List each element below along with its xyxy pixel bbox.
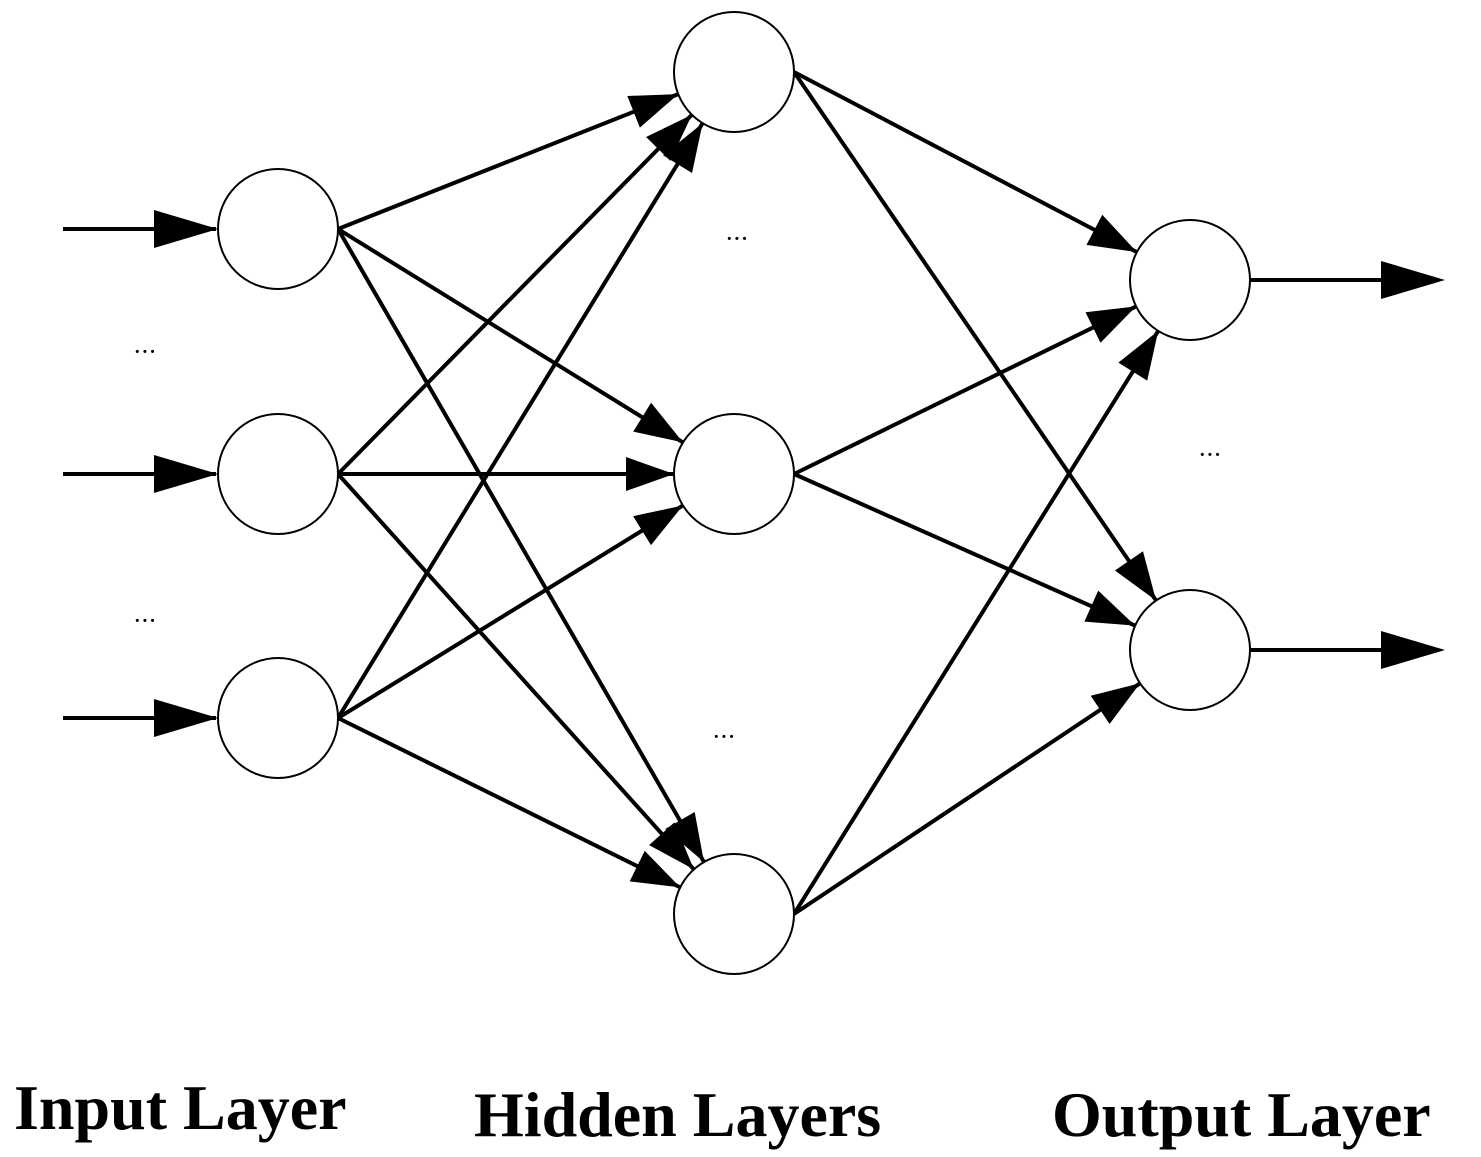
edge-hidden-3-to-output-2	[792, 681, 1142, 916]
input-arrow-input-3	[63, 699, 218, 737]
edge-input-3-to-hidden-2	[336, 503, 684, 720]
node-hidden-3	[673, 853, 795, 975]
node-input-3	[217, 657, 339, 779]
edge-hidden-1-to-output-2	[792, 70, 1158, 602]
edge-hidden-1-to-output-1	[793, 70, 1138, 254]
node-hidden-2	[673, 413, 795, 535]
edge-input-2-to-hidden-3	[336, 472, 696, 871]
node-hidden-1	[673, 11, 795, 133]
input-arrow-input-1	[63, 210, 218, 248]
edge-hidden-3-to-output-1	[792, 329, 1160, 916]
edge-input-2-to-hidden-2	[338, 457, 674, 491]
edge-input-3-to-hidden-1	[336, 122, 705, 720]
node-output-2	[1129, 589, 1251, 711]
output-ellipsis: ···	[1199, 441, 1222, 469]
edge-input-1-to-hidden-2	[336, 227, 685, 445]
ellipses: ··· ··· ··· ··· ···	[134, 225, 1222, 751]
input-arrow-input-2	[63, 455, 218, 493]
nodes	[217, 11, 1251, 975]
output-arrow-output-1	[1250, 261, 1445, 299]
hidden-ellipsis-upper: ···	[726, 225, 749, 253]
edge-hidden-2-to-output-2	[793, 472, 1136, 628]
output-arrow-output-2	[1250, 631, 1445, 669]
hidden-layers-label: Hidden Layers	[474, 1079, 882, 1150]
connections	[63, 70, 1445, 916]
node-input-2	[217, 413, 339, 535]
edge-input-1-to-hidden-1	[337, 92, 679, 231]
node-output-1	[1129, 219, 1251, 341]
node-input-1	[217, 168, 339, 290]
edge-input-3-to-hidden-3	[337, 716, 682, 890]
input-ellipsis-upper: ···	[134, 338, 157, 366]
input-layer-label: Input Layer	[14, 1072, 347, 1143]
input-ellipsis-lower: ···	[134, 607, 157, 635]
edge-input-1-to-hidden-3	[336, 227, 706, 864]
edge-input-2-to-hidden-1	[336, 113, 694, 476]
edge-hidden-2-to-output-1	[793, 304, 1137, 476]
hidden-ellipsis-lower: ···	[713, 723, 736, 751]
output-layer-label: Output Layer	[1052, 1079, 1431, 1150]
